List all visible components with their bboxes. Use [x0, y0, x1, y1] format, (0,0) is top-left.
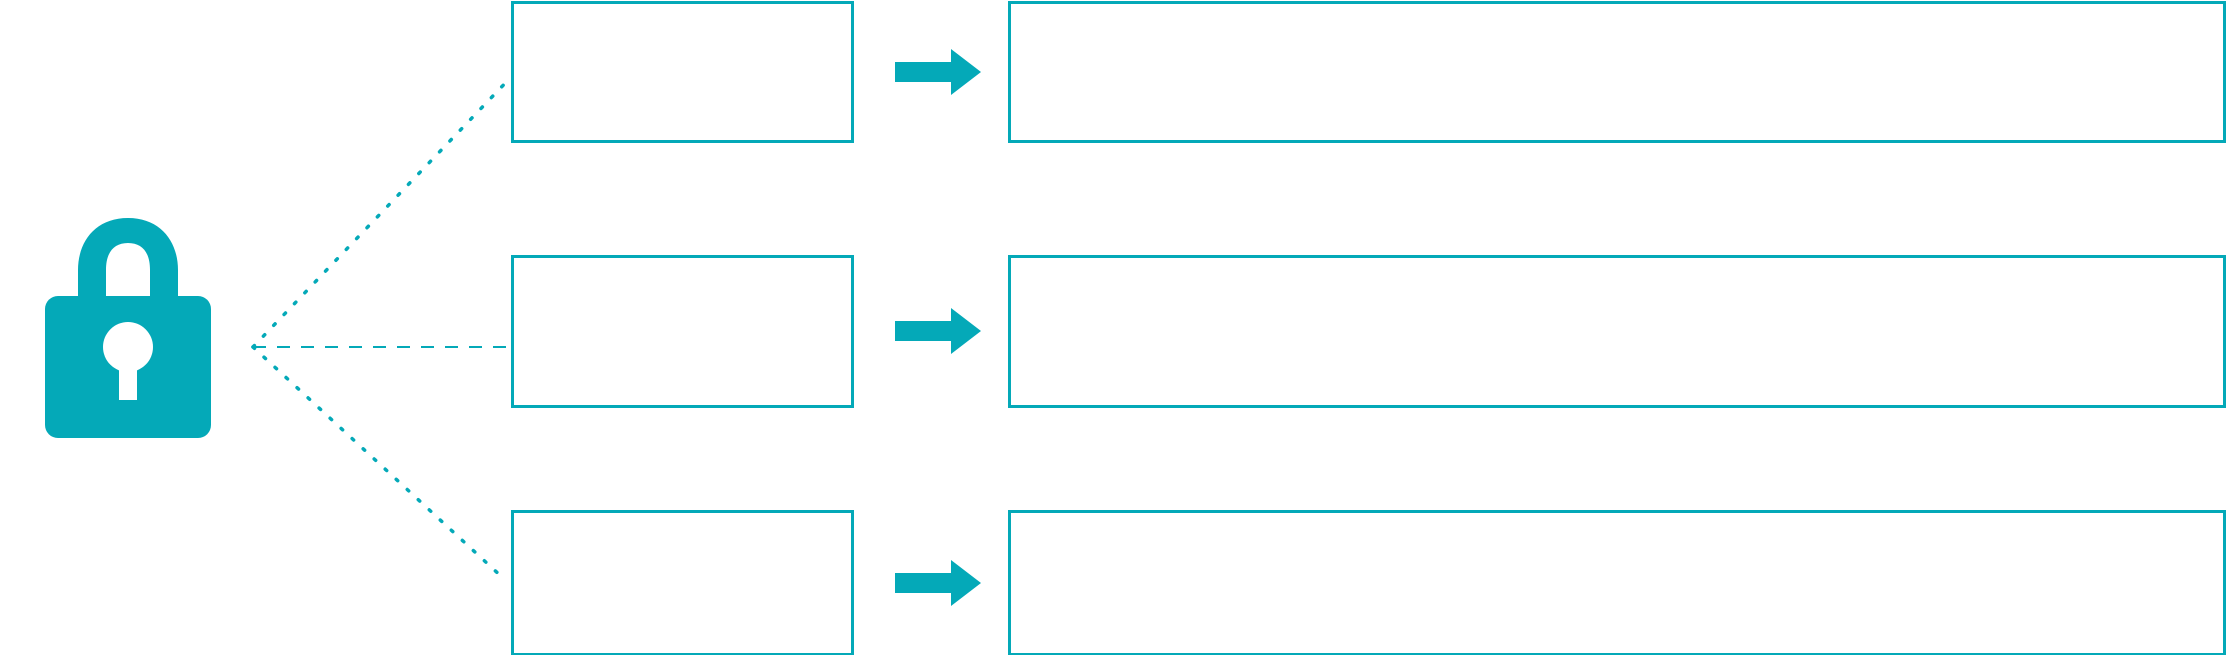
arrow-right-icon-2	[895, 308, 981, 354]
condition-box-2-label	[514, 258, 851, 405]
outcome-box-2-label	[1011, 258, 2223, 405]
outcome-box-1-label	[1011, 4, 2223, 140]
outcome-box-3[interactable]	[1008, 510, 2226, 655]
condition-box-1[interactable]	[511, 1, 854, 143]
condition-box-2[interactable]	[511, 255, 854, 408]
outcome-box-3-label	[1011, 513, 2223, 653]
connector-line-3	[251, 345, 505, 580]
connector-line-1	[251, 74, 514, 349]
arrow-right-icon-3	[895, 560, 981, 606]
outcome-box-2[interactable]	[1008, 255, 2226, 408]
condition-box-3-label	[514, 513, 851, 653]
lock-icon	[42, 212, 214, 442]
condition-box-1-label	[514, 4, 851, 140]
condition-box-3[interactable]	[511, 510, 854, 655]
outcome-box-1[interactable]	[1008, 1, 2226, 143]
arrow-right-icon-1	[895, 49, 981, 95]
